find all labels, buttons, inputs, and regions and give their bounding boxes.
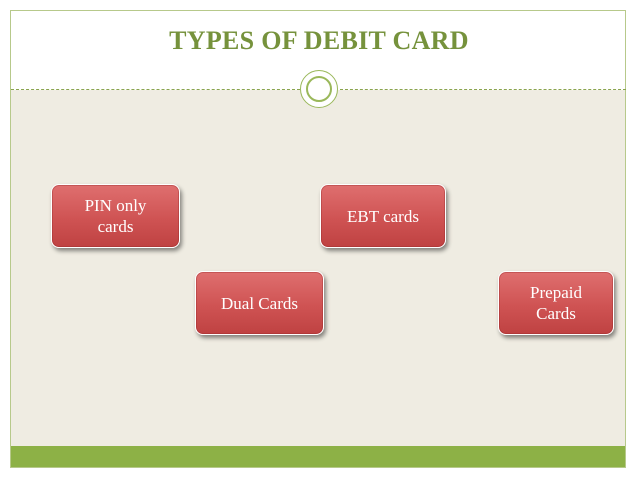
node-label: Prepaid Cards xyxy=(530,283,582,323)
inner-circle xyxy=(306,76,332,102)
node-prepaid-cards: Prepaid Cards xyxy=(498,271,614,335)
node-label: PIN only cards xyxy=(84,196,147,236)
node-ebt-cards: EBT cards xyxy=(320,184,446,248)
title-divider-right xyxy=(340,89,626,90)
node-pin-only-cards: PIN only cards xyxy=(51,184,180,248)
title-divider-left xyxy=(11,89,300,90)
slide-title: TYPES OF DEBIT CARD xyxy=(169,26,469,55)
content-area xyxy=(11,90,625,446)
footer-bar xyxy=(11,446,625,467)
double-circle-icon xyxy=(300,70,338,108)
node-label: EBT cards xyxy=(347,206,419,226)
node-dual-cards: Dual Cards xyxy=(195,271,324,335)
node-label: Dual Cards xyxy=(221,293,298,313)
